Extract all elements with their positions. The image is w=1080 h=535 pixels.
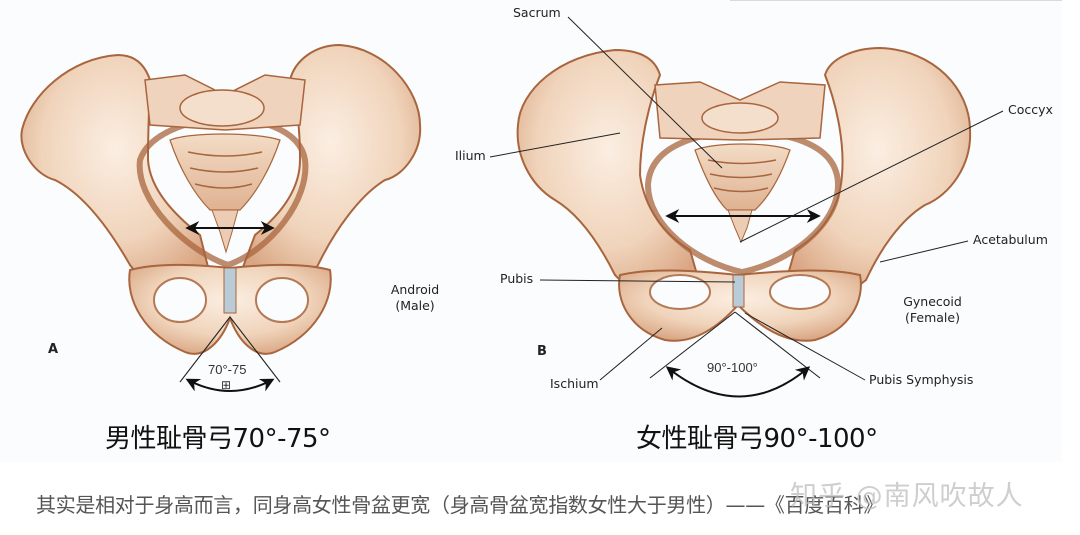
top-divider (730, 0, 1062, 1)
label-pubis: Pubis (500, 271, 534, 286)
watermark: 知乎 @南风吹故人 (790, 481, 1024, 512)
type-label-android-line1: Android (390, 282, 440, 297)
footnote-text: 其实是相对于身高而言，同身高女性骨盆更宽（身高骨盆宽指数女性大于男性）——《百度… (36, 493, 884, 517)
label-pubis-symphysis: Pubis Symphysis (869, 372, 974, 387)
leader-lines (489, 16, 1004, 381)
type-label-gynecoid-line2: (Female) (905, 309, 960, 325)
label-ilium: Ilium (455, 148, 486, 163)
label-coccyx: Coccyx (1008, 102, 1053, 117)
label-sacrum: Sacrum (513, 5, 561, 20)
panel-letter-b: B (537, 344, 547, 359)
type-label-gynecoid: Gynecoid (Female) (895, 294, 970, 325)
type-label-gynecoid-line1: Gynecoid (903, 294, 962, 309)
label-acetabulum: Acetabulum (973, 232, 1048, 247)
angle-marker-box-icon: ⊞ (221, 378, 232, 392)
angle-label-male: 70°-75 (208, 362, 247, 377)
caption-female: 女性耻骨弓90°-100° (636, 424, 878, 454)
male-pelvis (20, 43, 422, 392)
type-label-android: Android (Male) (384, 282, 446, 313)
panel-letter-a: A (48, 342, 59, 357)
angle-label-female: 90°-100° (707, 360, 758, 375)
label-ischium: Ischium (550, 376, 599, 391)
female-pelvis (516, 46, 972, 398)
caption-male: 男性耻骨弓70°-75° (105, 424, 331, 454)
type-label-android-line2: (Male) (395, 297, 435, 313)
